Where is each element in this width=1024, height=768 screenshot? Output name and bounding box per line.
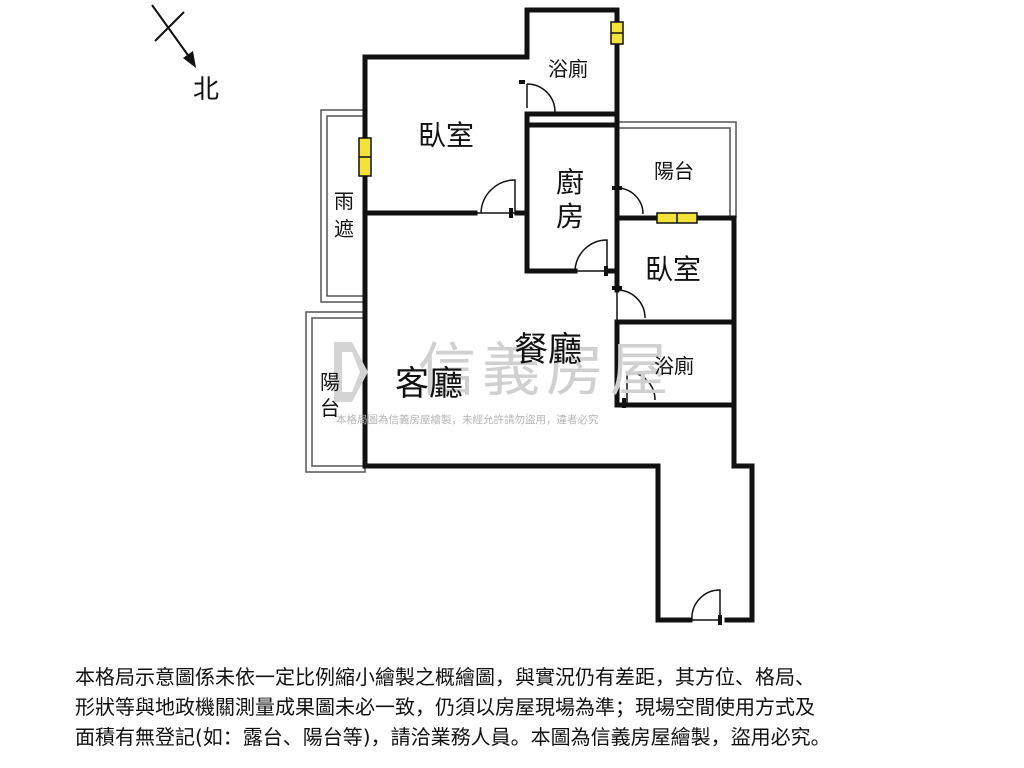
disclaimer-line-2: 形狀等與地政機關測量成果圖未必一致，仍須以房屋現場為準；現場空間使用方式及 <box>75 695 815 719</box>
disclaimer-line-1: 本格局示意圖係未依一定比例縮小繪製之概繪圖，與實況仍有差距，其方位、格局、 <box>75 665 815 689</box>
watermark: 信義房屋 本格局圖為信義房屋繪製，未經允許請勿盜用，違者必究 <box>334 336 674 426</box>
door-stops <box>509 80 722 625</box>
disclaimer-line-3: 面積有無登記(如：露台、陽台等)，請洽業務人員。本圖為信義房屋繪製，盜用必究。 <box>75 725 831 749</box>
label-bathroom-top: 浴廁 <box>548 57 588 81</box>
label-canopy-2: 遮 <box>334 217 354 241</box>
watermark-notice: 本格局圖為信義房屋繪製，未經允許請勿盜用，違者必究 <box>336 413 599 426</box>
window-markers <box>358 21 698 224</box>
north-arrow-icon <box>151 4 196 68</box>
label-canopy-1: 雨 <box>334 189 354 213</box>
label-dining: 餐廳 <box>514 330 582 370</box>
label-balcony-left-2: 台 <box>320 396 340 420</box>
label-balcony-left-1: 陽 <box>320 370 340 394</box>
north-label: 北 <box>193 75 219 105</box>
label-bathroom-small: 浴廁 <box>654 354 694 378</box>
label-balcony-right: 陽台 <box>654 159 694 183</box>
label-living: 客廳 <box>395 364 463 404</box>
disclaimer-text: 本格局示意圖係未依一定比例縮小繪製之概繪圖，與實況仍有差距，其方位、格局、 形狀… <box>75 662 975 752</box>
label-kitchen-2: 房 <box>556 200 584 233</box>
watermark-brand: 信義房屋 <box>418 336 674 404</box>
walls <box>362 7 755 623</box>
door-swings <box>475 83 721 621</box>
label-bedroom-main: 臥室 <box>418 119 474 152</box>
label-kitchen-1: 廚 <box>556 166 584 199</box>
label-bedroom-small: 臥室 <box>645 253 701 286</box>
floor-plan: 北 <box>151 4 755 625</box>
